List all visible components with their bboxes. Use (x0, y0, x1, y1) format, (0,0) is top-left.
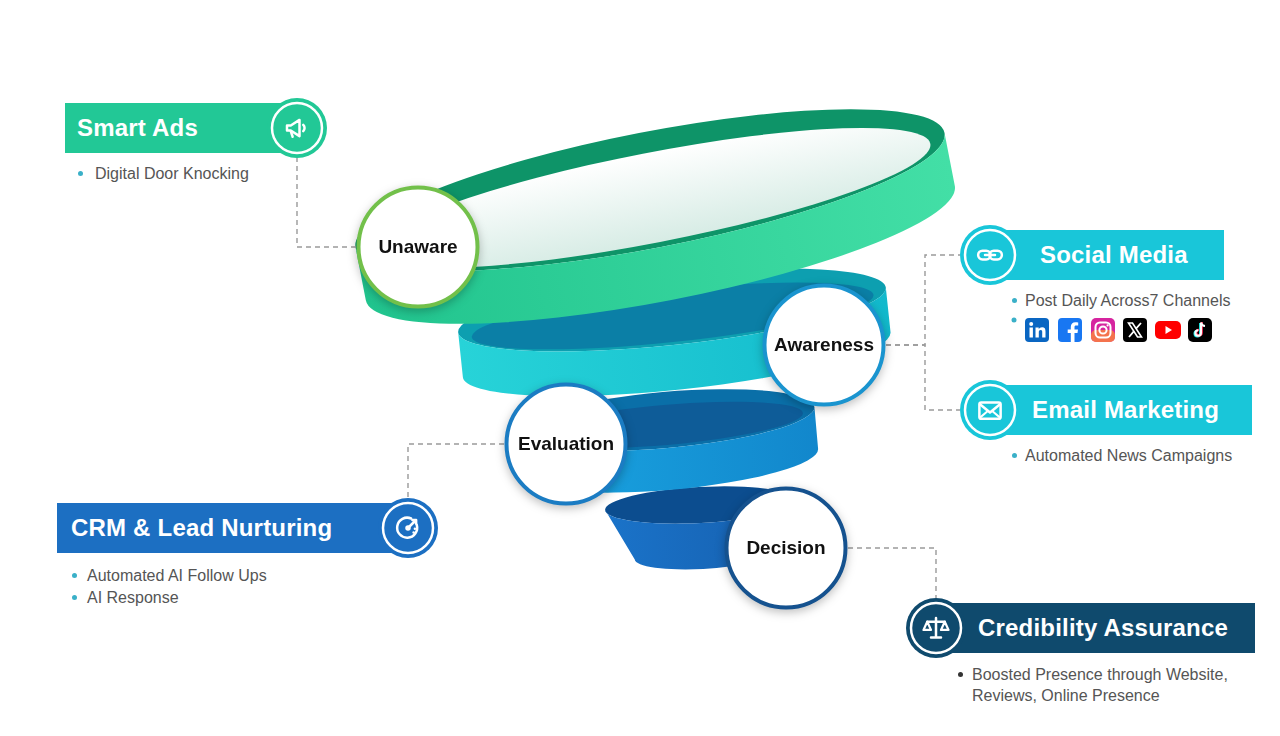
category-tag: Credibility AssuranceBoosted Presence th… (906, 598, 1255, 658)
icon-disc (267, 98, 327, 158)
icon-glyph (924, 618, 949, 637)
category-tag: CRM & Lead NurturingAutomated AI Follow … (57, 498, 438, 558)
icon-disc (960, 380, 1020, 440)
icon-disc (906, 598, 966, 658)
leader-line (886, 345, 960, 410)
icon-glyph (287, 120, 305, 137)
tag-description: Boosted Presence through Website, Review… (972, 664, 1262, 706)
stage-label: Evaluation (504, 382, 628, 506)
leader-line (848, 548, 936, 598)
tag-description: Post Daily Across7 Channels (1025, 290, 1280, 311)
category-tag: Email MarketingAutomated News Campaigns (960, 380, 1252, 440)
bullet-dot (72, 595, 77, 600)
stage-label: Unaware (356, 185, 480, 309)
icon-glyph (978, 251, 1002, 260)
tag-description: Automated AI Follow Ups (87, 565, 387, 586)
tag-heading: Social Media (1040, 230, 1188, 280)
leader-line (297, 158, 356, 247)
icon-ring (965, 385, 1015, 435)
facebook-icon (1058, 318, 1082, 342)
tag-description: AI Response (87, 587, 387, 608)
social-icons (1005, 314, 1220, 346)
tag-description: Digital Door Knocking (95, 163, 355, 184)
icon-glyph (979, 403, 1000, 419)
icon-glyph (397, 518, 417, 538)
tag-heading: Credibility Assurance (978, 603, 1228, 653)
linkedin-icon (1025, 318, 1049, 342)
tag-icon (267, 98, 327, 158)
tag-description: Automated News Campaigns (1025, 445, 1280, 466)
instagram-icon (1091, 318, 1115, 342)
bullet-dot (78, 171, 83, 176)
icon-disc (960, 225, 1020, 285)
icon-ring (383, 503, 433, 553)
tag-heading: Email Marketing (1032, 385, 1219, 435)
tag-icon (906, 598, 966, 658)
youtube-icon (1155, 321, 1181, 339)
stage-circle: Awareness (762, 283, 886, 407)
tiktok-icon (1188, 318, 1212, 342)
stage-circle: Decision (724, 486, 848, 610)
icon-ring (272, 103, 322, 153)
icon-disc (378, 498, 438, 558)
leader-line (408, 444, 504, 498)
leader-line (886, 255, 960, 345)
bullet-dot (1012, 298, 1017, 303)
stage-circle: Unaware (356, 185, 480, 309)
x-icon (1123, 318, 1147, 342)
stage-label: Awareness (762, 283, 886, 407)
tag-icon (960, 380, 1020, 440)
tag-heading: CRM & Lead Nurturing (71, 503, 332, 553)
bullet-dot (72, 573, 77, 578)
bullet-dot (1012, 318, 1017, 323)
tag-icon (960, 225, 1020, 285)
tag-icon (378, 498, 438, 558)
category-tag: Smart AdsDigital Door Knocking (65, 98, 327, 158)
icon-ring (911, 603, 961, 653)
bullet-dot (958, 672, 963, 677)
icon-ring (965, 230, 1015, 280)
tag-heading: Smart Ads (77, 103, 198, 153)
category-tag: Social MediaPost Daily Across7 Channels (960, 225, 1224, 285)
bullet-dot (1012, 453, 1017, 458)
stage-label: Decision (724, 486, 848, 610)
stage-circle: Evaluation (504, 382, 628, 506)
